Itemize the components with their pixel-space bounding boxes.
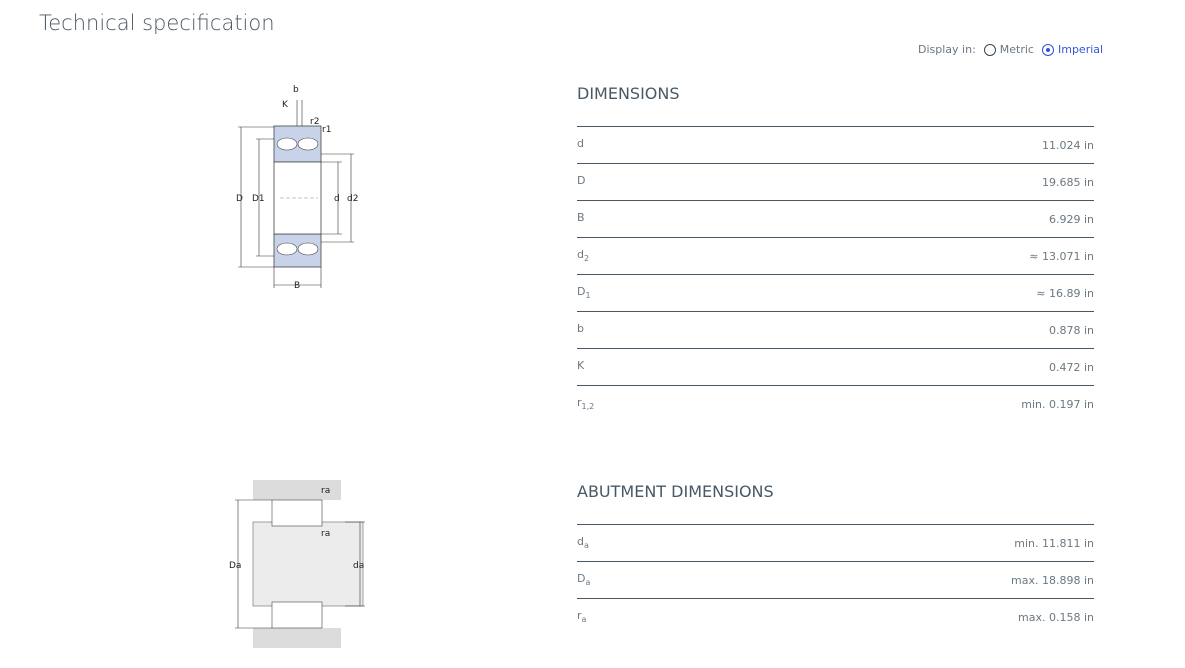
spec-symbol: Da xyxy=(577,572,591,588)
bearing-dimensions-drawing: b K r2 r1 D D1 d d2 B xyxy=(236,85,358,291)
label-ra-top: ra xyxy=(321,486,330,496)
label-r1: r1 xyxy=(322,125,331,135)
spec-symbol: ra xyxy=(577,609,587,625)
spec-value: 0.878 in xyxy=(1048,323,1094,337)
spec-symbol: b xyxy=(577,322,584,336)
spec-value: ≈ 13.071 in xyxy=(1029,249,1094,263)
spec-symbol: d xyxy=(577,137,584,151)
spec-value: 19.685 in xyxy=(1041,175,1094,189)
spec-value: 6.929 in xyxy=(1048,212,1094,226)
spec-symbol: B xyxy=(577,211,585,225)
spec-row: d 11.024 in xyxy=(577,126,1094,163)
page-title: Technical specification xyxy=(39,11,275,35)
spec-symbol: d2 xyxy=(577,248,590,264)
spec-value: max. 18.898 in xyxy=(1011,573,1094,587)
display-label: Display in: xyxy=(918,43,976,56)
spec-symbol: K xyxy=(577,359,585,373)
label-D1: D1 xyxy=(252,194,265,204)
label-ra: ra xyxy=(321,529,330,539)
imperial-label[interactable]: Imperial xyxy=(1057,43,1104,56)
label-d2: d2 xyxy=(347,194,358,204)
label-b: b xyxy=(293,85,299,95)
spec-value: min. 0.197 in xyxy=(1021,397,1094,411)
imperial-radio[interactable] xyxy=(1041,43,1054,56)
abutment-drawing: ra ra Da da xyxy=(229,480,365,648)
spec-symbol: da xyxy=(577,535,589,551)
dimensions-heading: DIMENSIONS xyxy=(577,84,680,103)
label-da: da xyxy=(353,561,364,571)
spec-row: d2 ≈ 13.071 in xyxy=(577,237,1094,274)
unit-toggle: Display in: Metric Imperial xyxy=(918,43,1103,56)
spec-row: D1 ≈ 16.89 in xyxy=(577,274,1094,311)
label-Da: Da xyxy=(229,561,241,571)
spec-value: min. 11.811 in xyxy=(1014,536,1094,550)
spec-symbol: D1 xyxy=(577,285,591,301)
spec-value: max. 0.158 in xyxy=(1018,610,1094,624)
spec-row: B 6.929 in xyxy=(577,200,1094,237)
label-K: K xyxy=(282,100,289,110)
spec-row: D 19.685 in xyxy=(577,163,1094,200)
spec-row: b 0.878 in xyxy=(577,311,1094,348)
abutment-section: ABUTMENT DIMENSIONS da min. 11.811 in Da ma… xyxy=(577,482,1094,635)
metric-radio[interactable] xyxy=(983,43,996,56)
spec-row: Da max. 18.898 in xyxy=(577,561,1094,598)
label-r2: r2 xyxy=(310,117,319,127)
abutment-heading: ABUTMENT DIMENSIONS xyxy=(577,482,774,501)
spec-row: ra max. 0.158 in xyxy=(577,598,1094,635)
dimensions-section: DIMENSIONS d 11.024 in D 19.685 in B 6.929 in… xyxy=(577,84,1094,422)
label-d: d xyxy=(334,194,340,204)
spec-row: K 0.472 in xyxy=(577,348,1094,385)
spec-row: r1,2 min. 0.197 in xyxy=(577,385,1094,422)
spec-symbol: D xyxy=(577,174,586,188)
label-D: D xyxy=(236,194,243,204)
label-B: B xyxy=(294,281,300,291)
metric-label[interactable]: Metric xyxy=(999,43,1034,56)
spec-value: 11.024 in xyxy=(1041,138,1094,152)
spec-row: da min. 11.811 in xyxy=(577,524,1094,561)
spec-value: 0.472 in xyxy=(1048,360,1094,374)
spec-symbol: r1,2 xyxy=(577,396,595,412)
spec-value: ≈ 16.89 in xyxy=(1036,286,1094,300)
